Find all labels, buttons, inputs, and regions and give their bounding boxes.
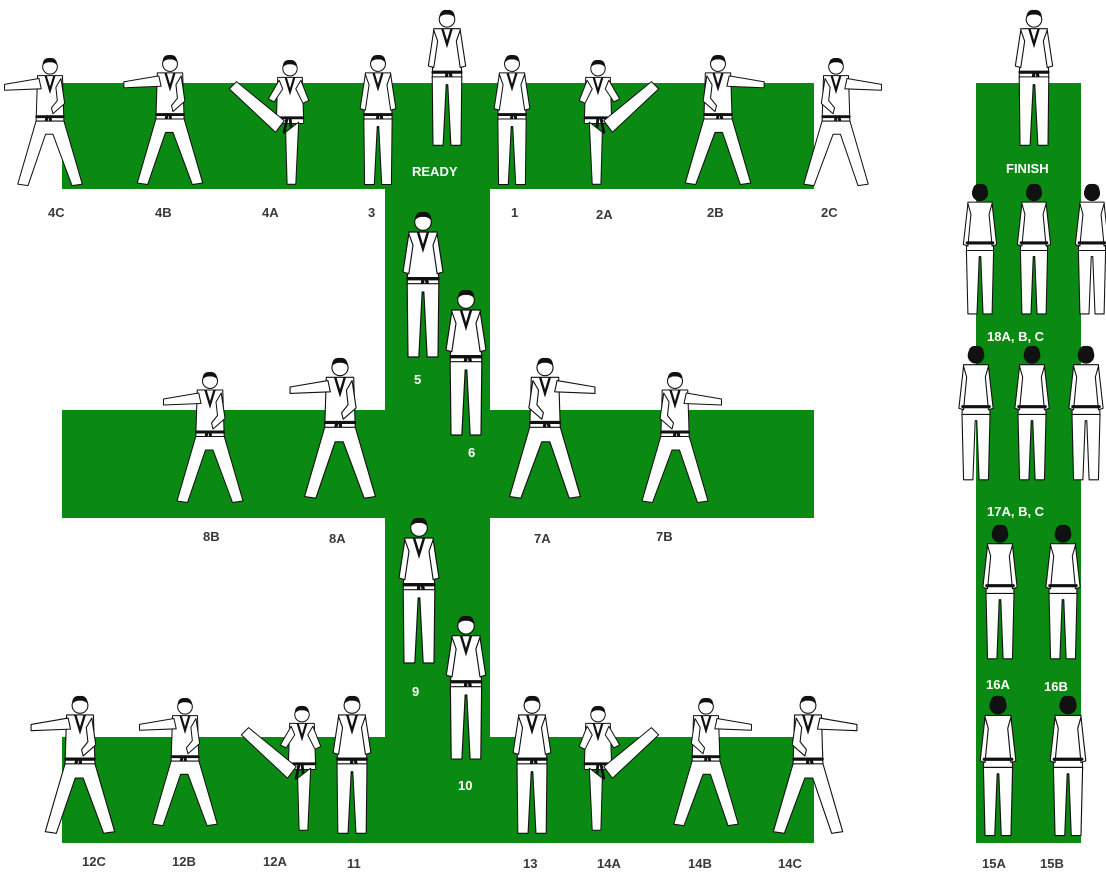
label-9: 9 [412,684,419,699]
label-5: 5 [414,372,421,387]
label-1: 1 [511,205,518,220]
label-4a: 4A [262,205,279,220]
label-12b: 12B [172,854,196,869]
label-finish: FINISH [1006,161,1049,176]
label-10: 10 [458,778,472,793]
label-15a: 15A [982,856,1006,871]
label-8a: 8A [329,531,346,546]
label-11: 11 [347,856,361,871]
label-16a: 16A [986,677,1010,692]
label-17: 17A, B, C [987,504,1045,519]
label-4c: 4C [48,205,65,220]
label-12c: 12C [82,854,106,869]
label-7a: 7A [534,531,551,546]
label-6: 6 [468,445,475,460]
label-14c: 14C [778,856,802,871]
label-2a: 2A [596,207,613,222]
label-7b: 7B [656,529,673,544]
label-18: 18A, B, C [987,329,1045,344]
label-3: 3 [368,205,375,220]
label-13: 13 [523,856,537,871]
label-14b: 14B [688,856,712,871]
figure-18c [1075,184,1106,314]
figure-2c [804,58,882,186]
label-ready: READY [412,164,458,179]
label-2b: 2B [707,205,724,220]
label-12a: 12A [263,854,287,869]
label-16b: 16B [1044,679,1068,694]
label-15b: 15B [1040,856,1064,871]
label-4b: 4B [155,205,172,220]
label-8b: 8B [203,529,220,544]
label-14a: 14A [597,856,621,871]
label-2c: 2C [821,205,838,220]
figure-17c [1069,346,1103,480]
